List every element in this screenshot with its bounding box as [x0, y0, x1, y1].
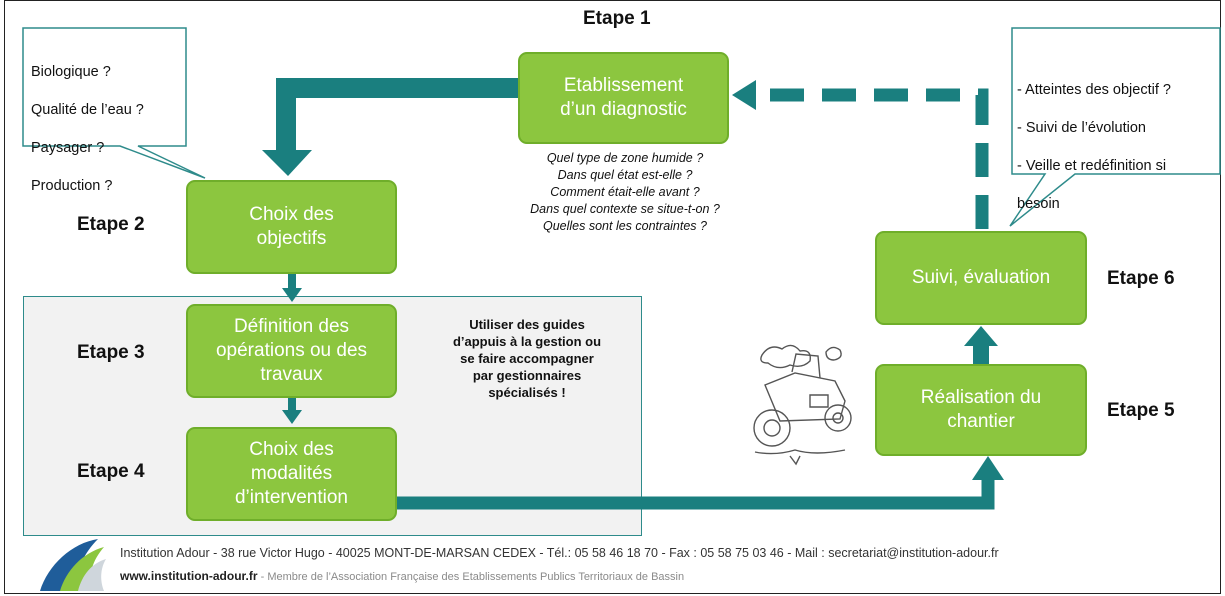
- callout-paysager: Paysager ?: [31, 140, 105, 156]
- step-1-label: Etape 1: [583, 8, 651, 29]
- callout-qualite-eau: Qualité de l’eau ?: [31, 102, 144, 118]
- arrow-head-objectifs: [262, 150, 312, 176]
- footer-website-link[interactable]: www.institution-adour.fr: [120, 569, 258, 583]
- chantier-line-2: chantier: [947, 411, 1015, 432]
- arrow-modalites-to-chantier: [397, 478, 995, 510]
- arrow-chantier-to-suivi: [973, 344, 989, 364]
- arrow-objectifs-to-operations: [288, 274, 296, 290]
- operations-box: Définition des opérations ou des travaux: [186, 304, 397, 398]
- objectifs-line-1: Choix des: [249, 204, 334, 225]
- right-callout-text: - Atteintes des objectif ? - Suivi de l’…: [1017, 62, 1217, 233]
- suivi-box: Suivi, évaluation: [875, 231, 1087, 325]
- step-6-label: Etape 6: [1107, 268, 1175, 289]
- footer-website-line: www.institution-adour.fr - Membre de l’A…: [120, 569, 684, 583]
- question-2: Dans quel état est-elle ?: [557, 168, 693, 182]
- objectifs-box: Choix des objectifs: [186, 180, 397, 274]
- suivi-line-1: Suivi, évaluation: [911, 267, 1051, 288]
- operations-line-3: travaux: [260, 364, 323, 385]
- advice-text: Utiliser des guides d’appuis à la gestio…: [432, 316, 622, 401]
- operations-line-2: opérations ou des: [215, 340, 368, 361]
- chantier-line-1: Réalisation du: [920, 387, 1042, 408]
- advice-line-1: Utiliser des guides: [469, 317, 585, 332]
- advice-line-4: par gestionnaires: [472, 368, 582, 383]
- question-4: Dans quel contexte se situe-t-on ?: [530, 202, 720, 216]
- question-3: Comment était-elle avant ?: [550, 185, 700, 199]
- step-5-label: Etape 5: [1107, 400, 1175, 421]
- diagnostic-line-1: Etablissement: [563, 75, 684, 96]
- diagnostic-line-2: d’un diagnostic: [560, 99, 687, 120]
- arrow-head-modalites: [282, 410, 302, 424]
- arrow-head-chantier: [972, 456, 1004, 480]
- arrow-suivi-to-diagnostic: [756, 88, 989, 229]
- callout-biologique: Biologique ?: [31, 64, 111, 80]
- modalites-line-1: Choix des: [249, 439, 334, 460]
- callout-atteintes: - Atteintes des objectif ?: [1017, 82, 1171, 98]
- advice-line-2: d’appuis à la gestion ou: [452, 334, 602, 349]
- objectifs-line-2: objectifs: [256, 228, 327, 249]
- arrow-operations-to-modalites: [288, 398, 296, 412]
- tractor-sketch: [753, 344, 852, 466]
- question-1: Quel type de zone humide ?: [546, 151, 704, 165]
- callout-besoin: besoin: [1017, 196, 1060, 212]
- callout-veille: - Veille et redéfinition si: [1017, 158, 1167, 174]
- left-callout-bubble: [22, 27, 206, 179]
- operations-line-1: Définition des: [233, 316, 350, 337]
- arrow-head-suivi: [964, 326, 998, 346]
- question-5: Quelles sont les contraintes ?: [543, 219, 707, 233]
- footer-member-text: - Membre de l’Association Française des …: [257, 571, 685, 583]
- chantier-box: Réalisation du chantier: [875, 364, 1087, 456]
- step-3-label: Etape 3: [77, 342, 145, 363]
- institution-adour-logo: [40, 539, 106, 591]
- slide-frame: [4, 0, 1221, 594]
- advice-line-5: spécialisés !: [488, 385, 566, 400]
- advice-line-3: se faire accompagner: [460, 351, 594, 366]
- step-2-label: Etape 2: [77, 214, 145, 235]
- callout-suivi-evolution: - Suivi de l’évolution: [1017, 120, 1146, 136]
- right-callout-bubble: [1009, 27, 1221, 227]
- diagnostic-box: Etablissement d’un diagnostic: [518, 52, 729, 144]
- footer-address: Institution Adour - 38 rue Victor Hugo -…: [120, 546, 999, 560]
- diagnostic-questions: Quel type de zone humide ? Dans quel éta…: [490, 150, 760, 235]
- arrow-head-diagnostic: [732, 80, 756, 110]
- modalites-line-2: modalités: [250, 463, 333, 484]
- left-callout-text: Biologique ? Qualité de l’eau ? Paysager…: [31, 44, 144, 215]
- arrow-diagnostic-to-objectifs: [276, 78, 518, 150]
- arrow-head-operations: [282, 288, 302, 302]
- step-4-label: Etape 4: [77, 461, 145, 482]
- modalites-line-3: d’intervention: [234, 487, 349, 508]
- callout-production: Production ?: [31, 178, 113, 194]
- modalites-box: Choix des modalités d’intervention: [186, 427, 397, 521]
